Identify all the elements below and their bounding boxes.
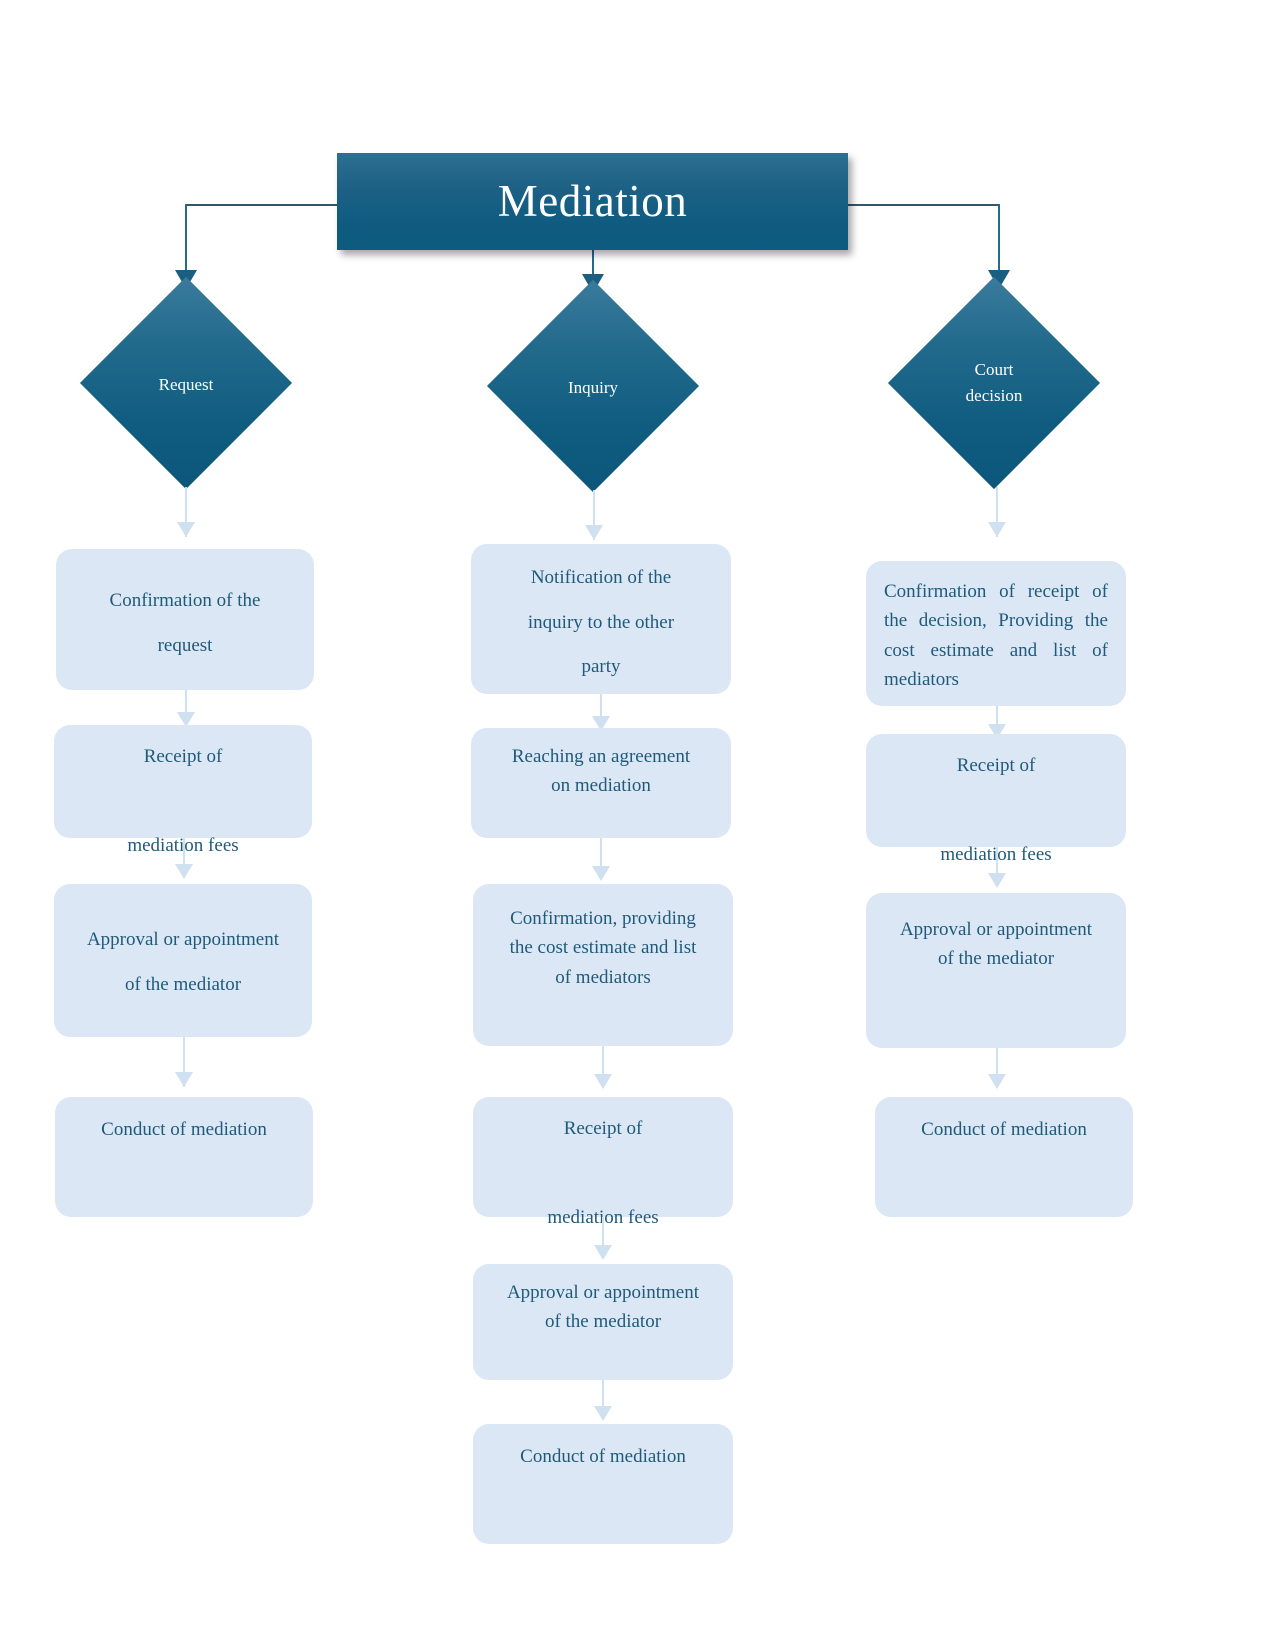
process-text: Approval or appointment of the mediator bbox=[899, 919, 1093, 970]
process-text: Approval or appointment of the mediator bbox=[86, 929, 280, 995]
process-box-inquiry-1[interactable]: Notification of the inquiry to the other… bbox=[471, 544, 731, 694]
connector-inquiry-1-2 bbox=[600, 694, 602, 726]
process-text: Conduct of mediation bbox=[520, 1446, 686, 1467]
process-text: Confirmation, providing the cost estimat… bbox=[509, 908, 697, 988]
process-box-request-1[interactable]: Confirmation of the request bbox=[56, 549, 314, 690]
process-text: Conduct of mediation bbox=[101, 1119, 267, 1140]
process-box-inquiry-2[interactable]: Reaching an agreement on mediation bbox=[471, 728, 731, 838]
connector-inquiry-4-5 bbox=[602, 1217, 604, 1257]
process-text: Receipt of mediation fees bbox=[127, 746, 239, 857]
connector-title-to-inquiry-vertical bbox=[592, 248, 594, 278]
arrowhead-court-step1 bbox=[988, 522, 1006, 537]
process-text: Receipt of mediation fees bbox=[547, 1118, 659, 1229]
arrowhead-court-3-4 bbox=[988, 1074, 1006, 1089]
connector-inquiry-2-3 bbox=[600, 838, 602, 878]
arrowhead-request-3-4 bbox=[175, 1072, 193, 1087]
connector-title-to-request-vertical bbox=[185, 204, 187, 274]
decision-diamond-court-decision[interactable] bbox=[887, 276, 1101, 490]
connector-inquiry-to-step1 bbox=[593, 490, 595, 540]
process-box-inquiry-6[interactable]: Conduct of mediation bbox=[473, 1424, 733, 1544]
diagram-title: Mediation bbox=[497, 176, 688, 226]
arrowhead-inquiry-4-5 bbox=[594, 1245, 612, 1260]
arrowhead-inquiry-5-6 bbox=[594, 1406, 612, 1421]
process-text: Confirmation of the request bbox=[109, 590, 261, 656]
connector-title-to-court-vertical bbox=[998, 204, 1000, 274]
process-box-request-2[interactable]: Receipt of mediation fees bbox=[54, 725, 312, 856]
process-box-inquiry-4[interactable]: Receipt of mediation fees bbox=[473, 1097, 733, 1228]
arrowhead-inquiry-step1 bbox=[585, 525, 603, 540]
process-box-inquiry-5[interactable]: Approval or appointment of the mediator bbox=[473, 1264, 733, 1380]
arrowhead-request-2-3 bbox=[175, 864, 193, 879]
process-box-request-3[interactable]: Approval or appointment of the mediator bbox=[54, 884, 312, 1037]
process-text: Confirmation of receipt of the decision,… bbox=[884, 581, 1108, 691]
process-box-court-1[interactable]: Confirmation of receipt of the decision,… bbox=[866, 561, 1126, 706]
connector-court-1-2 bbox=[996, 706, 998, 734]
process-text: Approval or appointment of the mediator bbox=[506, 1282, 700, 1333]
connector-inquiry-3-4 bbox=[602, 1046, 604, 1088]
connector-court-to-step1 bbox=[996, 487, 998, 537]
connector-request-2-3 bbox=[183, 838, 185, 874]
process-box-inquiry-3[interactable]: Confirmation, providing the cost estimat… bbox=[473, 884, 733, 1046]
connector-title-to-request-horizontal bbox=[185, 204, 340, 206]
decision-diamond-inquiry[interactable] bbox=[486, 279, 700, 493]
connector-inquiry-5-6 bbox=[602, 1380, 604, 1418]
process-text: Reaching an agreement on mediation bbox=[511, 746, 691, 797]
arrowhead-request-1-2 bbox=[177, 712, 195, 727]
connector-request-1-2 bbox=[185, 690, 187, 722]
arrowhead-inquiry-1-2 bbox=[592, 716, 610, 731]
connector-title-to-court-horizontal bbox=[848, 204, 1000, 206]
process-box-request-4[interactable]: Conduct of mediation bbox=[55, 1097, 313, 1217]
arrowhead-court-2-3 bbox=[988, 873, 1006, 888]
connector-court-3-4 bbox=[996, 1048, 998, 1088]
process-box-court-3[interactable]: Approval or appointment of the mediator bbox=[866, 893, 1126, 1048]
arrowhead-request-step1 bbox=[177, 522, 195, 537]
connector-court-2-3 bbox=[996, 847, 998, 883]
process-box-court-2[interactable]: Receipt of mediation fees bbox=[866, 734, 1126, 865]
connector-request-to-step1 bbox=[185, 487, 187, 537]
diagram-title-banner: Mediation bbox=[337, 153, 848, 250]
process-box-court-4[interactable]: Conduct of mediation bbox=[875, 1097, 1133, 1217]
connector-request-3-4 bbox=[183, 1037, 185, 1087]
arrowhead-inquiry-2-3 bbox=[592, 866, 610, 881]
process-text: Notification of the inquiry to the other… bbox=[527, 567, 675, 678]
process-text: Conduct of mediation bbox=[921, 1119, 1087, 1140]
arrowhead-inquiry-3-4 bbox=[594, 1074, 612, 1089]
decision-diamond-request[interactable] bbox=[79, 276, 293, 490]
